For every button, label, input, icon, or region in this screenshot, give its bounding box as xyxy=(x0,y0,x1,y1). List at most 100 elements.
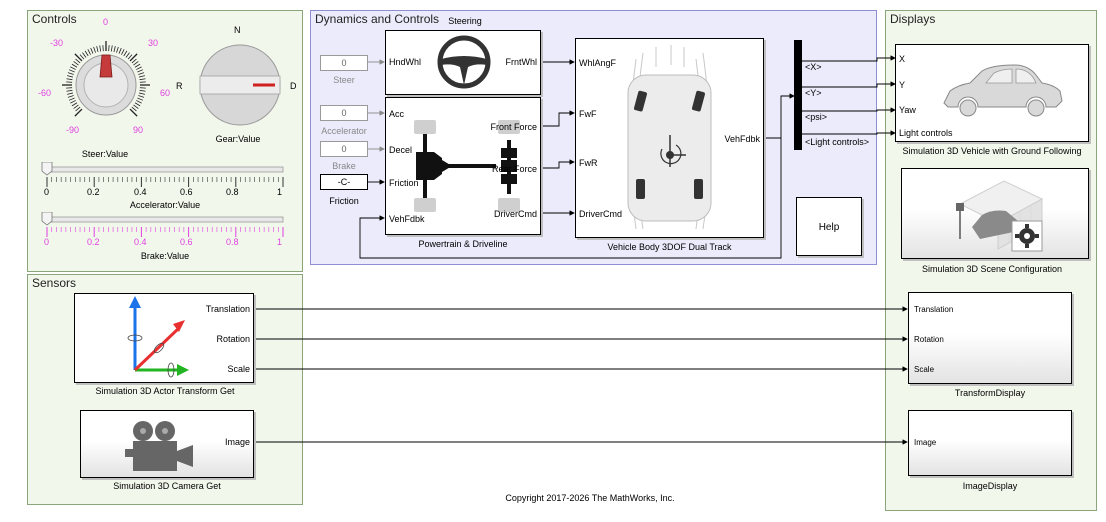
acc-tick-4: 0.8 xyxy=(226,187,239,197)
steer-tick-60: 60 xyxy=(160,88,171,98)
friction-constant-label: Friction xyxy=(329,196,359,206)
transform-display-in-scale: Scale xyxy=(914,365,935,374)
actor-transform-out-translation: Translation xyxy=(205,304,250,314)
copyright-text: Copyright 2017-2026 The MathWorks, Inc. xyxy=(505,493,675,503)
image-display-name: ImageDisplay xyxy=(962,481,1018,491)
friction-constant[interactable]: -C- xyxy=(320,174,368,190)
xyz-axes-icon xyxy=(127,296,189,378)
actor-transform-out-scale: Scale xyxy=(227,364,250,374)
camera-get-name: Simulation 3D Camera Get xyxy=(113,481,221,491)
powertrain-in-vehfdbk: VehFdbk xyxy=(389,214,425,224)
bus-signal-x: <X> xyxy=(805,62,822,72)
brake-label: Brake:Value xyxy=(140,251,190,261)
acc-tick-1: 0.2 xyxy=(87,187,100,197)
scene-config-block[interactable] xyxy=(901,168,1089,259)
brake-slider-track xyxy=(41,211,284,237)
steer-tick-m60: -60 xyxy=(38,88,52,98)
car-side-icon xyxy=(943,64,1063,117)
actor-transform-out-rotation: Rotation xyxy=(216,334,250,344)
steer-tick-m90: -90 xyxy=(66,125,80,135)
brake-slider[interactable] xyxy=(40,211,290,240)
steer-knob-dial xyxy=(62,41,150,117)
vehicle-3d-in-light-controls: Light controls xyxy=(899,128,953,138)
gear-pos-n: N xyxy=(234,25,241,35)
actor-transform-block[interactable]: Translation Rotation Scale xyxy=(74,293,254,383)
steer-tick-30: 30 xyxy=(148,38,159,48)
brake-tick-4: 0.8 xyxy=(226,237,239,247)
powertrain-in-acc: Acc xyxy=(389,109,405,119)
powertrain-in-decel: Decel xyxy=(389,145,413,155)
bus-signal-light-controls: <Light controls> xyxy=(805,137,870,147)
powertrain-block[interactable]: Acc Decel Friction VehFdbk Front Force R… xyxy=(385,97,541,235)
acc-tick-2: 0.4 xyxy=(134,187,147,197)
brake-tick-1: 0.2 xyxy=(87,237,100,247)
steer-constant[interactable]: 0 xyxy=(320,55,368,71)
bus-signal-psi: <psi> xyxy=(805,112,828,122)
help-label: Help xyxy=(818,222,840,233)
powertrain-out-drivercmd: DriverCmd xyxy=(493,209,537,219)
steering-in-port: HndWhl xyxy=(389,57,422,67)
gear-pos-r: R xyxy=(176,81,183,91)
brake-constant-label: Brake xyxy=(332,161,356,171)
steering-title: Steering xyxy=(448,16,482,26)
vehicle-3d-name: Simulation 3D Vehicle with Ground Follow… xyxy=(902,146,1082,156)
steering-out-port: FrntWhl xyxy=(505,57,538,67)
image-display-block[interactable]: Image xyxy=(908,410,1072,476)
vehicle-body-in-drivercmd: DriverCmd xyxy=(579,209,623,219)
steer-tick-m30: -30 xyxy=(50,38,64,48)
accelerator-slider-track xyxy=(41,161,284,187)
brake-constant[interactable]: 0 xyxy=(320,141,368,157)
bus-signal-y: <Y> xyxy=(805,88,822,98)
scene-config-name: Simulation 3D Scene Configuration xyxy=(921,264,1063,274)
vehicle-body-out-vehfdbk: VehFdbk xyxy=(724,134,760,144)
accelerator-label: Accelerator:Value xyxy=(129,200,201,210)
vehicle-top-view-icon xyxy=(627,45,712,230)
movie-camera-icon xyxy=(125,421,193,471)
sensors-area-title: Sensors xyxy=(32,276,77,290)
scene-config-icon xyxy=(956,180,1044,252)
vehicle-3d-in-x: X xyxy=(899,54,906,64)
gear-label: Gear:Value xyxy=(215,134,261,144)
brake-tick-0: 0 xyxy=(44,237,50,247)
acc-tick-0: 0 xyxy=(44,187,50,197)
powertrain-out-front-force: Front Force xyxy=(490,122,537,132)
accelerator-constant[interactable]: 0 xyxy=(320,105,368,121)
transform-display-in-rotation: Rotation xyxy=(914,335,944,344)
camera-get-block[interactable]: Image xyxy=(80,410,254,478)
acc-tick-3: 0.6 xyxy=(180,187,193,197)
vehicle-body-in-fwr: FwR xyxy=(579,158,598,168)
powertrain-name: Powertrain & Driveline xyxy=(418,239,508,249)
powertrain-out-rear-force: Rear Force xyxy=(491,164,537,174)
gear-pos-d: D xyxy=(290,81,297,91)
brake-tick-2: 0.4 xyxy=(134,237,147,247)
displays-area-title: Displays xyxy=(890,12,936,26)
steer-constant-label: Steer xyxy=(333,75,355,85)
gear-selector[interactable] xyxy=(195,40,285,130)
accelerator-slider[interactable] xyxy=(40,161,290,190)
vehicle-body-name: Vehicle Body 3DOF Dual Track xyxy=(607,242,732,252)
steer-knob[interactable] xyxy=(56,22,156,132)
gear-selector-dial xyxy=(199,44,281,126)
help-button[interactable]: Help xyxy=(796,197,862,256)
image-display-in-image: Image xyxy=(914,438,937,447)
transform-display-block[interactable]: Translation Rotation Scale xyxy=(908,292,1072,384)
steer-tick-90: 90 xyxy=(133,125,144,135)
bus-selector[interactable] xyxy=(794,40,802,150)
vehicle-3d-block[interactable]: X Y Yaw Light controls xyxy=(895,44,1089,142)
steering-block[interactable]: HndWhl FrntWhl xyxy=(385,30,541,95)
transform-display-in-translation: Translation xyxy=(914,305,954,314)
vehicle-body-in-whlangf: WhlAngF xyxy=(579,58,617,68)
brake-tick-5: 1 xyxy=(277,237,283,247)
dynamics-area-title: Dynamics and Controls xyxy=(315,12,440,26)
acc-tick-5: 1 xyxy=(277,187,283,197)
camera-out-image: Image xyxy=(224,437,250,447)
vehicle-body-block[interactable]: WhlAngF FwF FwR DriverCmd VehFdbk xyxy=(575,38,764,238)
brake-tick-3: 0.6 xyxy=(180,237,193,247)
controls-area-title: Controls xyxy=(32,12,77,26)
accelerator-constant-label: Accelerator xyxy=(321,126,367,136)
actor-transform-name: Simulation 3D Actor Transform Get xyxy=(95,386,235,396)
vehicle-3d-in-yaw: Yaw xyxy=(899,105,916,115)
steering-wheel-icon xyxy=(437,35,491,89)
transform-display-name: TransformDisplay xyxy=(954,388,1026,398)
